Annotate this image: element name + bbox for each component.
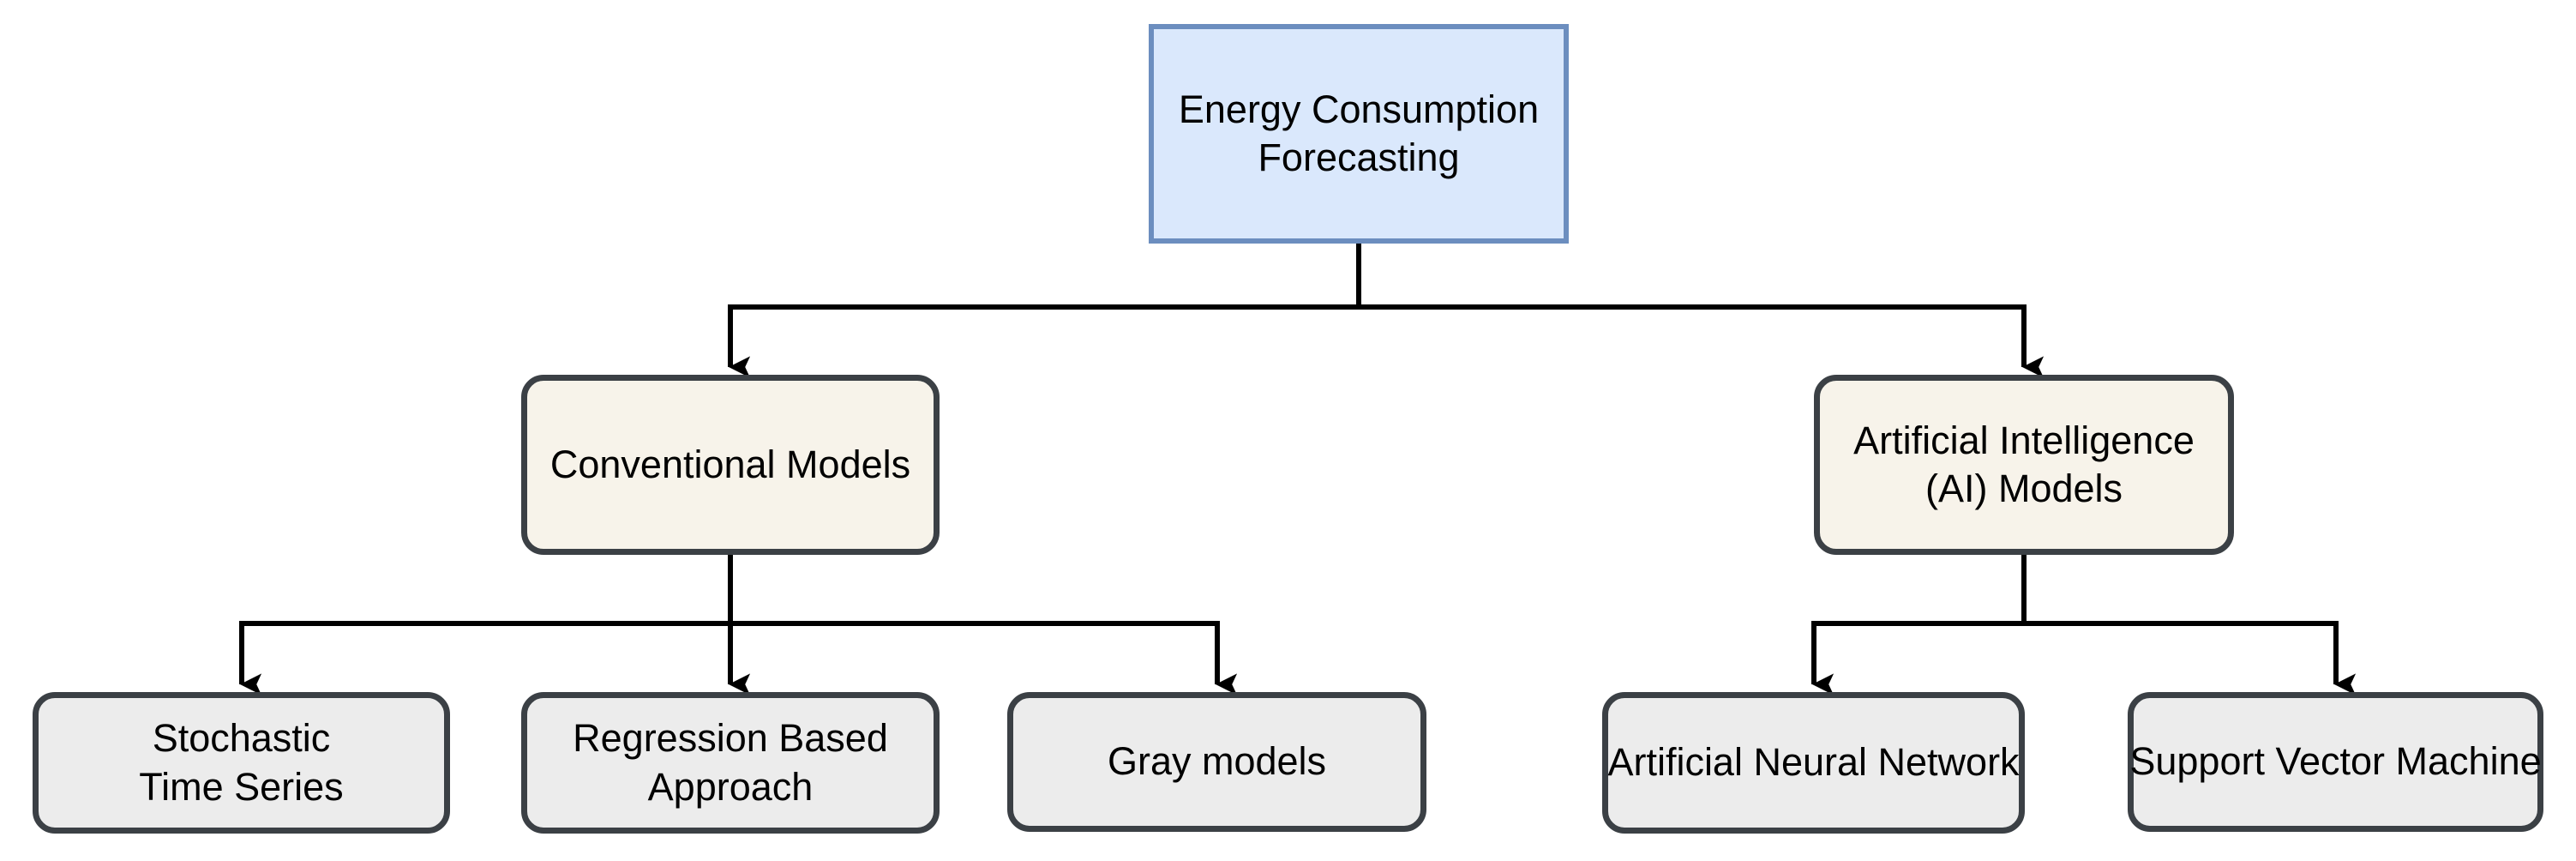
node-label-line: Time Series bbox=[139, 764, 344, 809]
connector-conventional-to-stochastic bbox=[239, 553, 733, 695]
node-label-line: Regression Based bbox=[573, 716, 888, 761]
node-artificial-neural-network: Artificial Neural Network bbox=[1602, 692, 2025, 834]
connector-ai-to-ann bbox=[1811, 553, 2027, 695]
connector-conventional-to-gray bbox=[728, 553, 1238, 695]
connector-ai-to-svm bbox=[2021, 553, 2357, 695]
connector-root-to-conventional bbox=[728, 242, 1361, 378]
node-label-line: Stochastic bbox=[152, 716, 331, 761]
connector-root-to-ai bbox=[1356, 242, 2045, 378]
node-label-line: Support Vector Machine bbox=[2129, 739, 2542, 784]
node-label-line: Artificial Neural Network bbox=[1607, 740, 2020, 785]
node-conventional-models: Conventional Models bbox=[521, 375, 940, 555]
node-support-vector-machine: Support Vector Machine bbox=[2128, 692, 2543, 832]
node-label-line: Artificial Intelligence bbox=[1853, 418, 2195, 462]
node-label-line: Forecasting bbox=[1258, 135, 1460, 179]
node-energy-consumption-forecasting: Energy Consumption Forecasting bbox=[1149, 24, 1569, 244]
node-label-line: (AI) Models bbox=[1924, 467, 2123, 510]
node-stochastic-time-series: Stochastic Time Series bbox=[33, 692, 450, 834]
node-gray-models: Gray models bbox=[1007, 692, 1426, 832]
node-label-line: Gray models bbox=[1107, 739, 1327, 784]
node-label-line: Energy Consumption bbox=[1178, 87, 1540, 131]
node-artificial-intelligence-models: Artificial Intelligence (AI) Models bbox=[1814, 375, 2234, 555]
node-label-line: Approach bbox=[647, 764, 814, 809]
node-regression-based-approach: Regression Based Approach bbox=[521, 692, 940, 834]
node-label-line: Conventional Models bbox=[549, 442, 911, 486]
